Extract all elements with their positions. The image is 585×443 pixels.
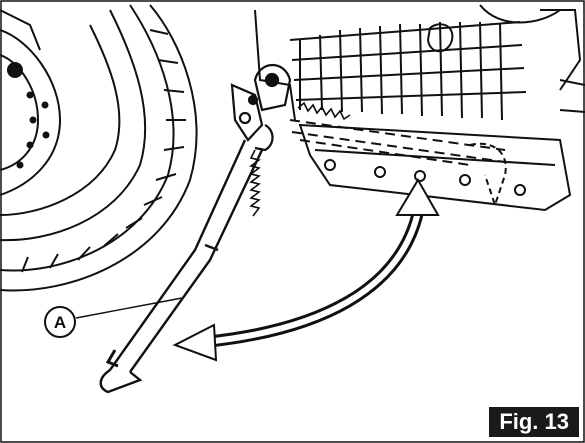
figure-label: Fig. 13 — [489, 407, 579, 437]
callout-leader — [75, 297, 183, 319]
return-spring — [249, 101, 351, 217]
callout-a: A — [44, 297, 183, 338]
swing-arrow — [172, 178, 440, 362]
front-wheel — [0, 4, 198, 292]
engine-block — [254, 4, 585, 212]
stand-pivot-bracket — [230, 64, 292, 152]
callout-circle — [44, 306, 76, 338]
brake-disc — [0, 9, 62, 196]
side-stand-leg — [99, 139, 264, 394]
callout-a-text: A — [54, 313, 66, 332]
